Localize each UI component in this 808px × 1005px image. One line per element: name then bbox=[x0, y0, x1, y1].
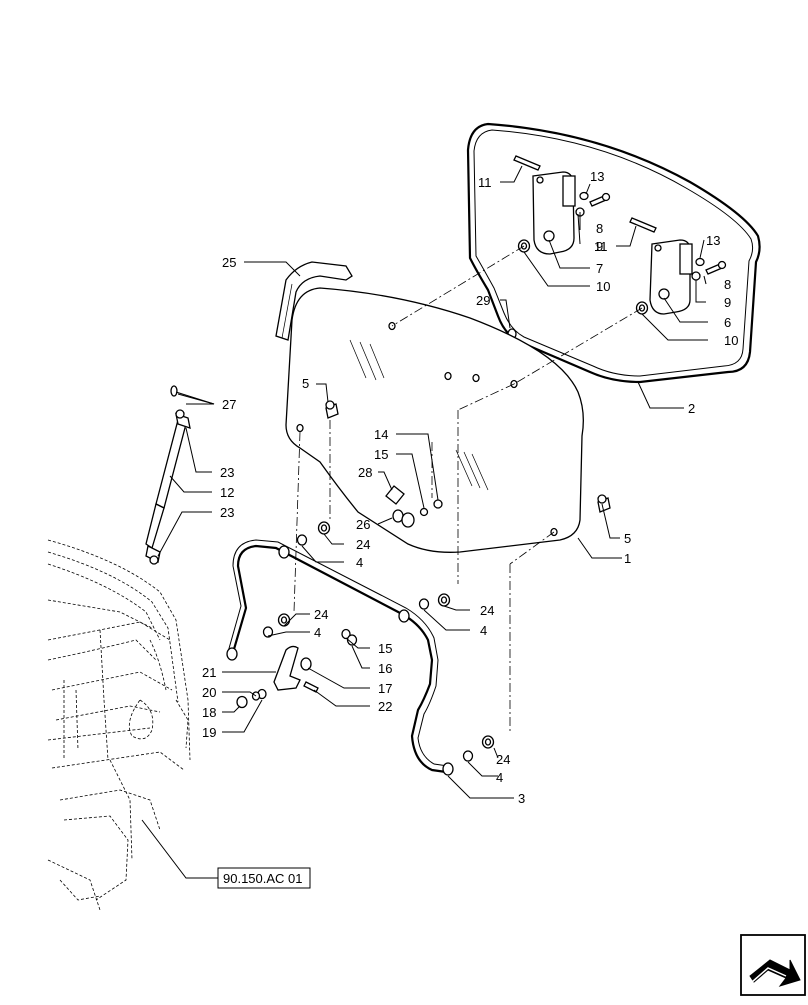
callout-24: 24 bbox=[314, 607, 328, 622]
callout-2: 2 bbox=[688, 401, 695, 416]
callout-23: 23 bbox=[220, 465, 234, 480]
ball-joint-part-23 bbox=[145, 409, 191, 565]
callout-7: 7 bbox=[596, 261, 603, 276]
callout-6: 6 bbox=[724, 315, 731, 330]
callout-13: 13 bbox=[590, 169, 604, 184]
glass-panel-part-1 bbox=[285, 287, 584, 553]
callout-3: 3 bbox=[518, 791, 525, 806]
knob-part-26 bbox=[392, 509, 415, 528]
callout-17: 17 bbox=[378, 681, 392, 696]
callout-22: 22 bbox=[378, 699, 392, 714]
callout-9: 9 bbox=[596, 239, 603, 254]
reference-link[interactable]: 90.150.AC 01 bbox=[217, 867, 311, 889]
lever-part-21 bbox=[273, 645, 301, 691]
callout-10: 10 bbox=[724, 333, 738, 348]
callout-26: 26 bbox=[356, 517, 370, 532]
callout-14: 14 bbox=[374, 427, 388, 442]
callout-24: 24 bbox=[496, 752, 510, 767]
callout-21: 21 bbox=[202, 665, 216, 680]
next-page-arrow-icon[interactable] bbox=[740, 934, 806, 996]
washer-part-24 bbox=[277, 521, 495, 749]
callout-24: 24 bbox=[480, 603, 494, 618]
machine-frame-background bbox=[47, 539, 191, 911]
callout-27: 27 bbox=[222, 397, 236, 412]
callout-16: 16 bbox=[378, 661, 392, 676]
callout-11: 11 bbox=[594, 239, 608, 254]
cap-part-27 bbox=[170, 385, 178, 397]
roller-part-17 bbox=[300, 657, 312, 671]
reference-label[interactable]: 90.150.AC 01 bbox=[223, 871, 303, 886]
callout-8: 8 bbox=[596, 221, 603, 236]
reference-box[interactable] bbox=[217, 867, 311, 889]
washer-part-13 bbox=[579, 191, 705, 267]
bushing-part-18 bbox=[236, 695, 248, 709]
callout-13: 13 bbox=[706, 233, 720, 248]
callout-28: 28 bbox=[358, 465, 372, 480]
callout-20: 20 bbox=[202, 685, 216, 700]
callout-18: 18 bbox=[202, 705, 216, 720]
bolt-part-8 bbox=[589, 192, 727, 275]
washer-part-15 bbox=[419, 507, 429, 517]
callout-4: 4 bbox=[314, 625, 321, 640]
callout-29: 29 bbox=[476, 293, 490, 308]
callout-4: 4 bbox=[496, 770, 503, 785]
callout-1: 1 bbox=[624, 551, 631, 566]
callout-10: 10 bbox=[596, 279, 610, 294]
pin-part-11 bbox=[513, 155, 657, 233]
leader-lines bbox=[141, 165, 708, 879]
callout-8: 8 bbox=[724, 277, 731, 292]
washer-part-16 bbox=[346, 634, 358, 646]
screw-part-5 bbox=[325, 400, 611, 513]
callout-25: 25 bbox=[222, 255, 236, 270]
callout-24: 24 bbox=[356, 537, 370, 552]
alignment-lines bbox=[293, 245, 643, 732]
callout-5: 5 bbox=[624, 531, 631, 546]
seal-frame-part-2 bbox=[466, 122, 761, 384]
pin-part-22 bbox=[303, 681, 319, 693]
callout-23: 23 bbox=[220, 505, 234, 520]
gas-strut-part-12 bbox=[145, 419, 187, 550]
callout-11: 11 bbox=[478, 175, 492, 190]
hinge-part-7 bbox=[532, 171, 576, 255]
spacer-part-4 bbox=[262, 534, 474, 762]
callout-19: 19 bbox=[202, 725, 216, 740]
callout-5: 5 bbox=[302, 376, 309, 391]
washer-part-14 bbox=[433, 499, 443, 509]
edge-trim-part-25 bbox=[275, 261, 353, 341]
callout-4: 4 bbox=[480, 623, 487, 638]
hinge-part-6 bbox=[649, 239, 693, 315]
callout-15: 15 bbox=[374, 447, 388, 462]
callout-12: 12 bbox=[220, 485, 234, 500]
washer-part-20 bbox=[251, 688, 267, 701]
tube-guard-part-3 bbox=[226, 539, 454, 776]
callout-15: 15 bbox=[378, 641, 392, 656]
callout-labels: 1 2 3 4 4 4 4 5 5 6 7 8 8 9 9 10 10 11 1… bbox=[202, 169, 738, 806]
callout-4: 4 bbox=[356, 555, 363, 570]
callout-9: 9 bbox=[724, 295, 731, 310]
grommet-part-10 bbox=[517, 239, 649, 315]
